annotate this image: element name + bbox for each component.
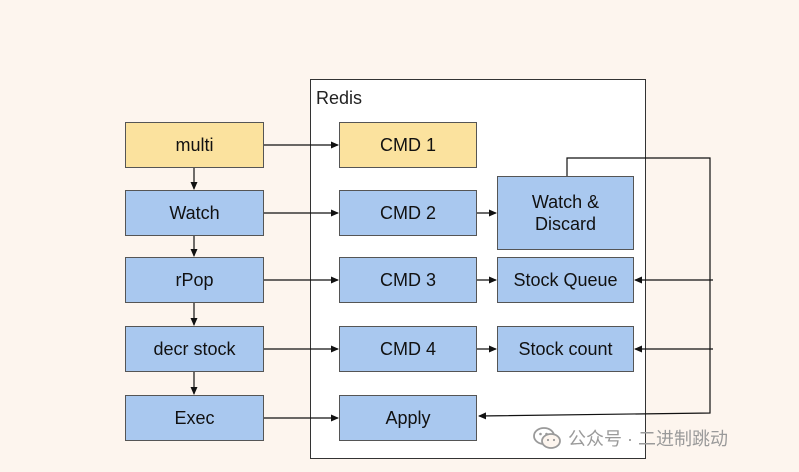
node-exec: Exec bbox=[125, 395, 264, 441]
arrow-watch-discard-to-apply bbox=[478, 157, 711, 420]
node-multi: multi bbox=[125, 122, 264, 168]
node-stock-queue: Stock Queue bbox=[497, 257, 634, 303]
node-rpop: rPop bbox=[125, 257, 264, 303]
node-cmd2: CMD 2 bbox=[339, 190, 477, 236]
wechat-icon bbox=[533, 427, 561, 449]
watermark-text: 公众号 · 二进制跳动 bbox=[568, 429, 728, 449]
node-cmd3: CMD 3 bbox=[339, 257, 477, 303]
node-cmd4: CMD 4 bbox=[339, 326, 477, 372]
node-apply: Apply bbox=[339, 395, 477, 441]
watermark: 公众号 · 二进制跳动 bbox=[532, 425, 728, 451]
node-cmd1: CMD 1 bbox=[339, 122, 477, 168]
node-watch-discard: Watch & Discard bbox=[497, 176, 634, 250]
node-watch: Watch bbox=[125, 190, 264, 236]
redis-container-title: Redis bbox=[316, 88, 363, 108]
node-stock-count: Stock count bbox=[497, 326, 634, 372]
node-decr-stock: decr stock bbox=[125, 326, 264, 372]
